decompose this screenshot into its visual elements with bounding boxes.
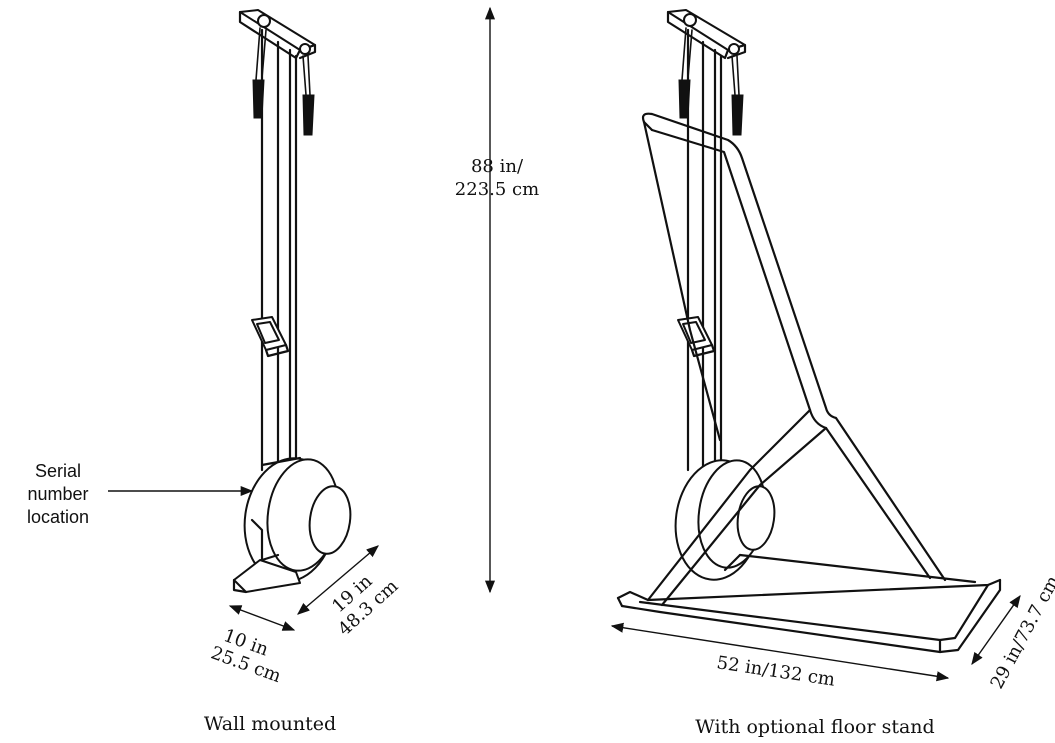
- floor-stand-machine: [616, 9, 1002, 654]
- depth-dimension-arrow: [297, 545, 379, 615]
- serial-label-line2: number: [27, 484, 88, 504]
- stand-width-arrow: [971, 594, 1021, 666]
- wall-mounted-caption: Wall mounted: [204, 713, 336, 735]
- serial-label-line1: Serial: [35, 461, 81, 481]
- height-label-line1: 88 in/: [471, 156, 524, 177]
- floor-stand-caption: With optional floor stand: [695, 716, 934, 738]
- stand-length-arrow: [610, 622, 950, 682]
- width-dimension-arrow: [228, 605, 296, 631]
- height-label-line2: 223.5 cm: [455, 179, 539, 200]
- serial-label-line3: location: [27, 507, 89, 527]
- stand-width-label: 29 in/73.7 cm: [987, 572, 1055, 692]
- wall-mounted-machine: [232, 9, 352, 594]
